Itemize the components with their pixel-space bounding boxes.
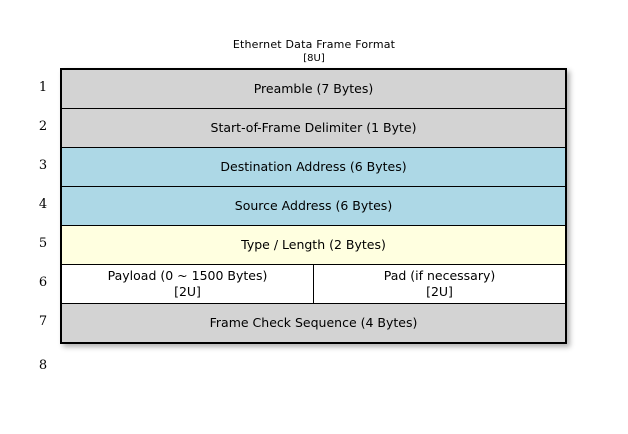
- row-number-6: 6: [38, 275, 48, 290]
- row-number-7: 7: [38, 314, 48, 329]
- table-row: Source Address (6 Bytes): [61, 186, 566, 226]
- table-row: Frame Check Sequence (4 Bytes): [61, 303, 566, 343]
- table-row: Payload (0 ~ 1500 Bytes) [2U] Pad (if ne…: [61, 264, 566, 304]
- field-payload: Payload (0 ~ 1500 Bytes) [2U]: [61, 264, 314, 304]
- field-payload-label: Payload (0 ~ 1500 Bytes): [107, 268, 268, 283]
- table-row: Type / Length (2 Bytes): [61, 225, 566, 265]
- field-type-length: Type / Length (2 Bytes): [61, 225, 566, 265]
- row-number-gutter: 1 2 3 4 5 6 7 8: [30, 68, 56, 392]
- frame-field-table: Preamble (7 Bytes) Start-of-Frame Delimi…: [61, 69, 566, 343]
- field-pad: Pad (if necessary) [2U]: [313, 264, 566, 304]
- field-pad-sublabel: [2U]: [426, 284, 453, 299]
- row-number-5: 5: [38, 236, 48, 251]
- table-row: Destination Address (6 Bytes): [61, 147, 566, 187]
- frame-format-table: Preamble (7 Bytes) Start-of-Frame Delimi…: [60, 68, 567, 344]
- field-source-address: Source Address (6 Bytes): [61, 186, 566, 226]
- field-pad-label: Pad (if necessary): [383, 268, 496, 283]
- diagram-title-block: Ethernet Data Frame Format [8U]: [0, 38, 628, 65]
- row-number-4: 4: [38, 197, 48, 212]
- page-title: Ethernet Data Frame Format: [232, 38, 396, 51]
- field-frame-check-sequence: Frame Check Sequence (4 Bytes): [61, 303, 566, 343]
- table-row: Preamble (7 Bytes): [61, 69, 566, 109]
- diagram-subtitle: [8U]: [303, 53, 325, 64]
- field-start-of-frame-delimiter: Start-of-Frame Delimiter (1 Byte): [61, 108, 566, 148]
- field-preamble: Preamble (7 Bytes): [61, 69, 566, 109]
- field-destination-address: Destination Address (6 Bytes): [61, 147, 566, 187]
- table-row: Start-of-Frame Delimiter (1 Byte): [61, 108, 566, 148]
- row-number-3: 3: [38, 158, 48, 173]
- row-number-2: 2: [38, 119, 48, 134]
- field-payload-sublabel: [2U]: [174, 284, 201, 299]
- row-number-8: 8: [38, 358, 48, 373]
- row-number-1: 1: [38, 80, 48, 95]
